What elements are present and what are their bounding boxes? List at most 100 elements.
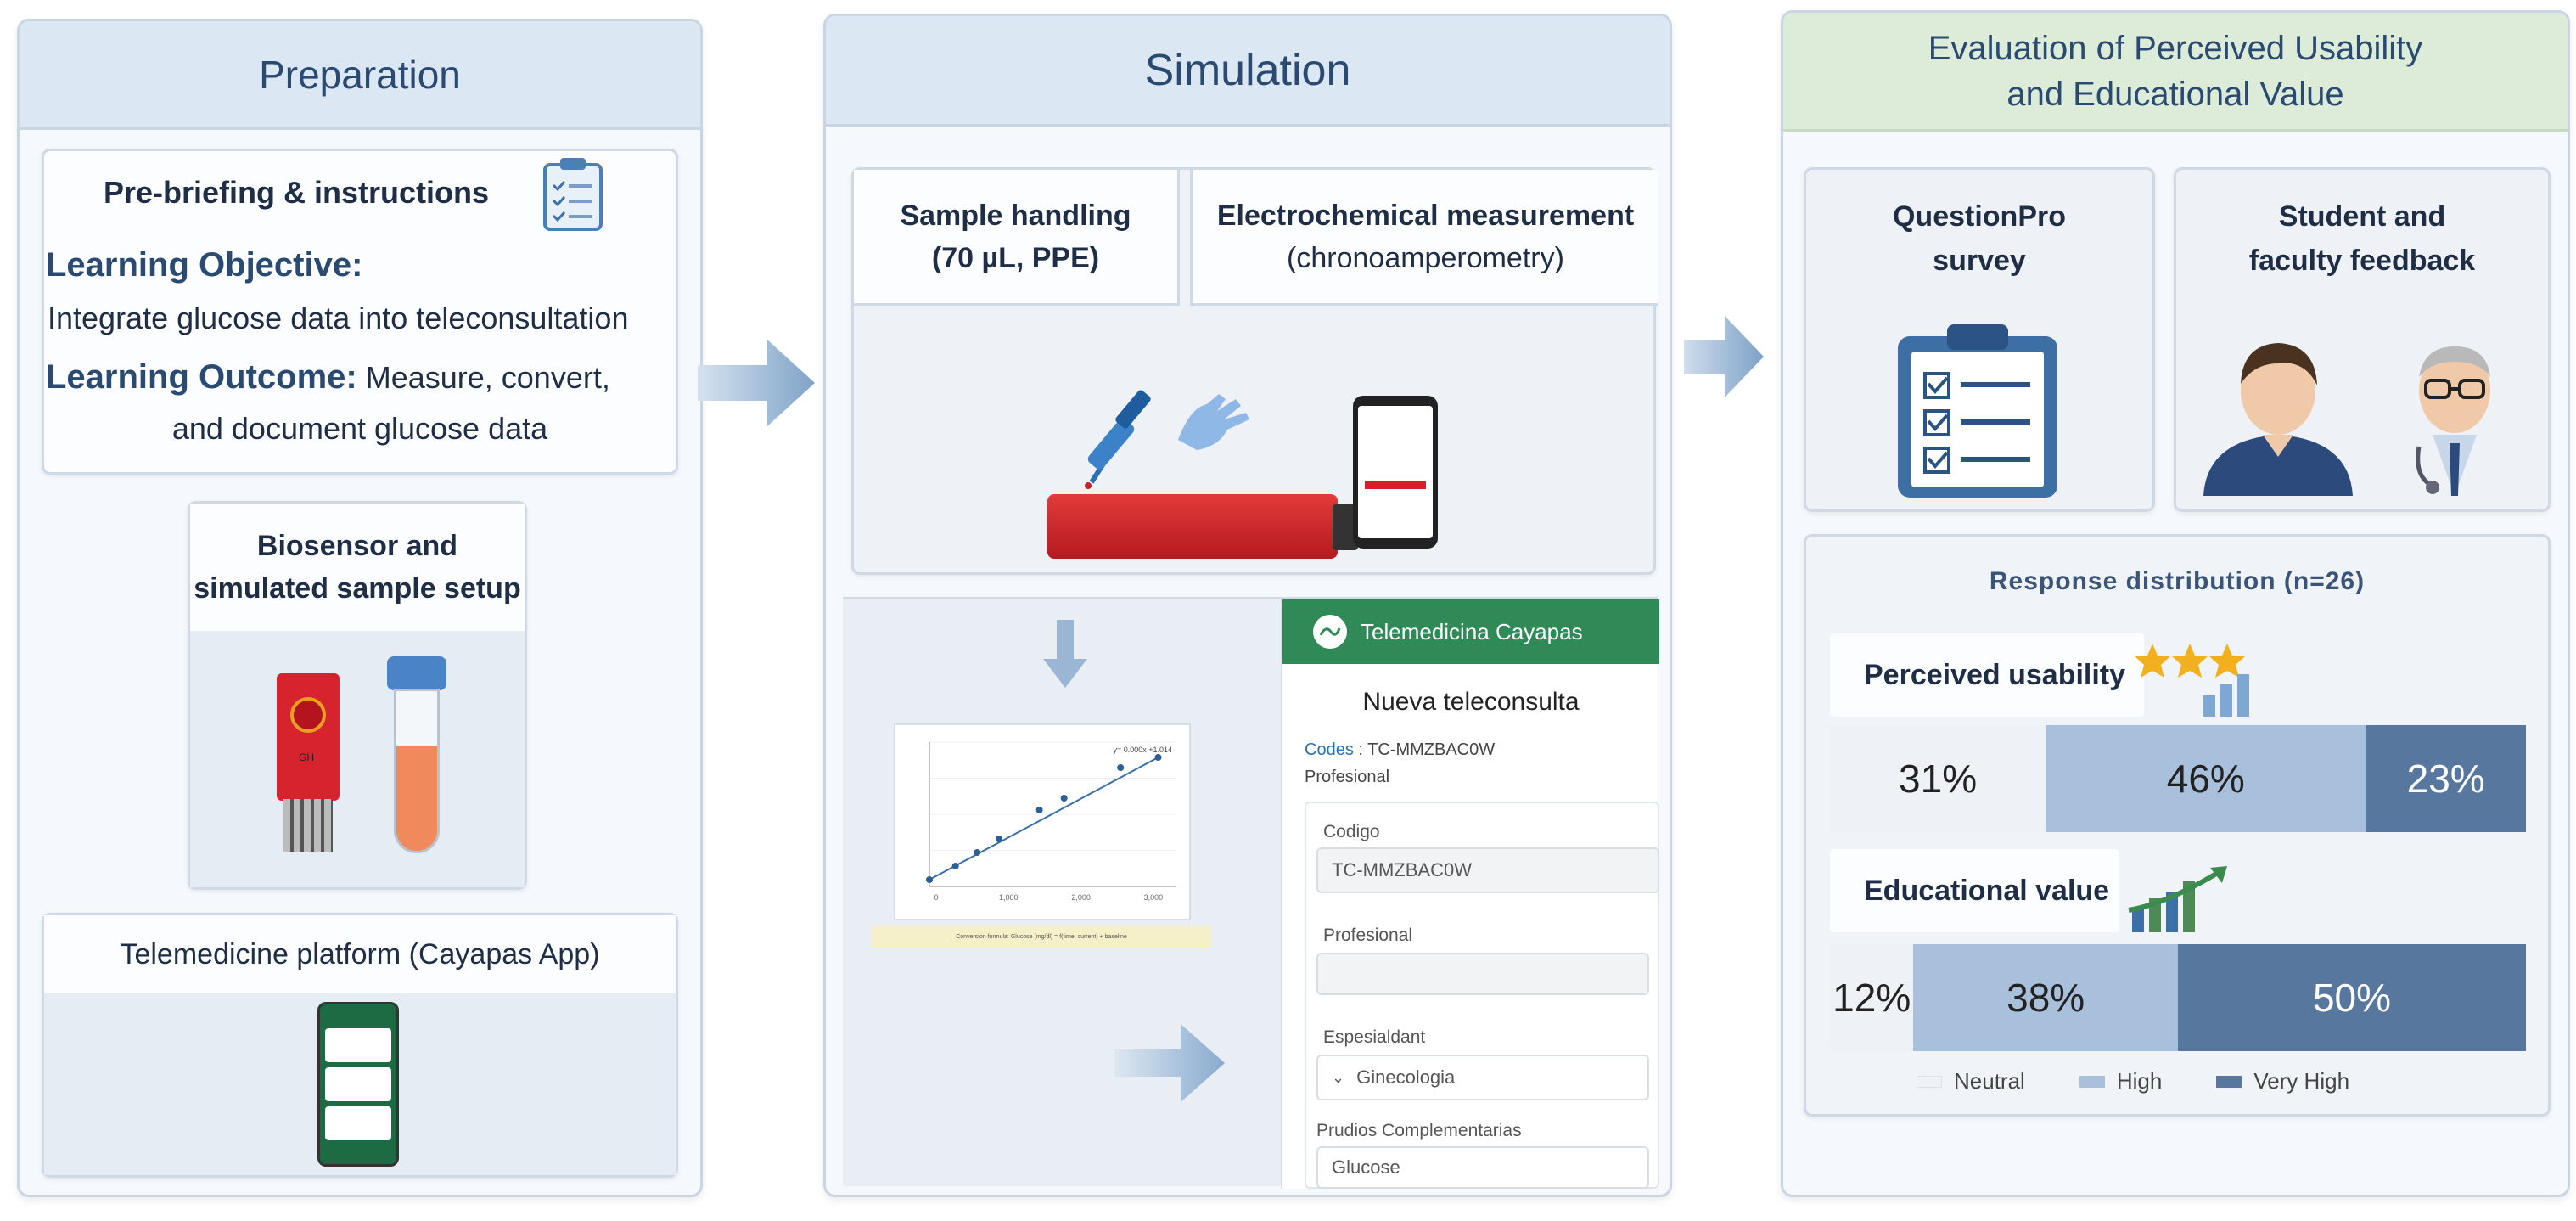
pipette-icon	[1081, 370, 1209, 489]
data-point	[974, 849, 981, 856]
sample-line2: (70 µL, PPE)	[931, 241, 1100, 274]
regression-equation: y= 0.000x +1.014	[1113, 746, 1172, 754]
strip-electrode-icon	[290, 697, 326, 733]
electro-line2: (chronoamperometry)	[1287, 241, 1564, 274]
potentiostat-device	[1047, 494, 1338, 559]
clipboard-icon	[540, 156, 606, 231]
outcome-text-2: and document glucose data	[171, 411, 548, 446]
especialidad-label: Espesialdant	[1323, 1027, 1426, 1047]
smartphone-icon	[1353, 396, 1438, 549]
educational-label-box: Educational value	[1830, 849, 2119, 932]
educational-bar: 12% 38% 50%	[1830, 944, 2526, 1051]
phone-mockup	[317, 1002, 399, 1167]
legend-item-neutral: Neutral	[1917, 1068, 2025, 1094]
legend: Neutral High Very High	[1917, 1068, 2349, 1094]
objective-label: Learning Objective:	[46, 246, 363, 284]
feedback-line2: faculty feedback	[2248, 245, 2476, 277]
electro-measurement-box: Electrochemical measurement (chronoamper…	[1190, 170, 1658, 306]
smartphone-screen	[1358, 406, 1433, 538]
survey-line2: survey	[1933, 245, 2026, 277]
biosensor-title-line2: simulated sample setup	[194, 572, 521, 605]
x-tick-label: 3,000	[1144, 893, 1164, 902]
codes-value: : TC-MMZBAC0W	[1353, 740, 1496, 759]
evaluation-title-line1: Evaluation of Perceived Usability	[1928, 29, 2423, 67]
equipment-card: Sample handling (70 µL, PPE) Electrochem…	[851, 167, 1658, 575]
down-arrow	[1043, 620, 1087, 688]
feedback-card: Student and faculty feedback	[2174, 167, 2551, 512]
simulation-title: Simulation	[1144, 45, 1351, 95]
survey-line1: QuestionPro	[1892, 200, 2067, 233]
distribution-card: Response distribution (n=26) Perceived u…	[1804, 534, 2551, 1117]
simulation-panel: Simulation Sample handling (70 µL, PPE) …	[823, 14, 1672, 1197]
evaluation-header: Evaluation of Perceived Usability and Ed…	[1783, 13, 2568, 132]
data-point	[1154, 754, 1162, 761]
educational-segment-neutral: 12%	[1830, 944, 1914, 1051]
feedback-title: Student and faculty feedback	[2176, 192, 2548, 285]
data-point	[1035, 807, 1043, 813]
strip-connector	[283, 799, 333, 852]
evaluation-panel: Evaluation of Perceived Usability and Ed…	[1781, 10, 2570, 1197]
simulation-header: Simulation	[826, 16, 1670, 127]
data-point	[1060, 795, 1068, 802]
app-header: Telemedicina Cayapas	[1282, 599, 1659, 664]
codes-line: Codes : TC-MMZBAC0W	[1305, 740, 1495, 760]
distribution-title: Response distribution (n=26)	[1989, 567, 2366, 595]
test-tube	[394, 689, 440, 853]
growth-chart-icon	[2125, 861, 2236, 934]
telemedicine-area	[44, 993, 676, 1175]
legend-label-neutral: Neutral	[1954, 1068, 2025, 1094]
usability-segment-high: 46%	[2046, 725, 2366, 832]
app-logo-icon	[1313, 615, 1347, 649]
phone-card-1	[325, 1028, 391, 1062]
data-point	[951, 863, 959, 869]
smartphone-red-bar	[1365, 481, 1426, 489]
telemedicine-card: Telemedicine platform (Cayapas App)	[42, 913, 678, 1178]
profesional-field[interactable]	[1316, 953, 1649, 995]
telemedicine-title: Telemedicine platform (Cayapas App)	[44, 915, 676, 993]
preparation-header: Preparation	[20, 21, 700, 130]
biosensor-illustration: GH	[190, 631, 525, 887]
electro-line1: Electrochemical measurement	[1216, 199, 1635, 232]
biosensor-title: Biosensor and simulated sample setup	[190, 504, 525, 631]
feedback-line1: Student and	[2278, 200, 2446, 233]
biosensor-card: Biosensor and simulated sample setup GH	[188, 501, 527, 890]
outcome-label: Learning Outcome:	[46, 358, 357, 396]
codes-label: Codes	[1305, 740, 1354, 759]
gloves-icon	[1173, 391, 1261, 453]
doctor-avatar-icon	[2371, 328, 2538, 496]
app-heading: Nueva teleconsulta	[1362, 688, 1580, 716]
especialidad-select[interactable]: ⌄ Ginecologia	[1316, 1055, 1649, 1100]
profesional-label: Profesional	[1323, 926, 1413, 945]
phone-card-2	[325, 1067, 391, 1101]
x-tick-label: 1,000	[999, 893, 1019, 902]
outcome-line: Learning Outcome: Measure, convert,	[46, 358, 610, 397]
preparation-title: Preparation	[259, 52, 461, 97]
usability-segment-neutral: 31%	[1830, 725, 2046, 832]
prebriefing-title: Pre-briefing & instructions	[104, 175, 490, 210]
codigo-field[interactable]: TC-MMZBAC0W	[1316, 847, 1659, 893]
conversion-caption: Conversion formula: Glucose (mg/dl) = f(…	[872, 926, 1211, 948]
pruebas-label: Prudios Complementarias	[1316, 1121, 1522, 1140]
legend-label-very-high: Very High	[2253, 1068, 2350, 1094]
test-tube-cap	[387, 656, 446, 690]
survey-title: QuestionPro survey	[1806, 192, 2152, 285]
sample-line1: Sample handling	[900, 199, 1131, 232]
legend-label-high: High	[2116, 1068, 2163, 1094]
regression-line	[929, 757, 1159, 881]
survey-card: QuestionPro survey	[1804, 167, 2155, 512]
legend-swatch-very-high	[2216, 1075, 2242, 1088]
pruebas-field[interactable]: Glucose	[1316, 1146, 1649, 1189]
app-flow-arrow	[1114, 1021, 1226, 1106]
evaluation-title-line2: and Educational Value	[2006, 75, 2344, 113]
educational-label: Educational value	[1864, 874, 2110, 907]
prebriefing-card: Pre-briefing & instructions Learning Obj…	[42, 149, 678, 475]
app-name: Telemedicina Cayapas	[1361, 618, 1583, 644]
flow-arrow-2	[1684, 314, 1765, 399]
data-point	[995, 836, 1002, 842]
x-tick-label: 0	[934, 893, 938, 902]
phone-card-3	[325, 1106, 391, 1140]
legend-swatch-neutral	[1917, 1075, 1942, 1088]
